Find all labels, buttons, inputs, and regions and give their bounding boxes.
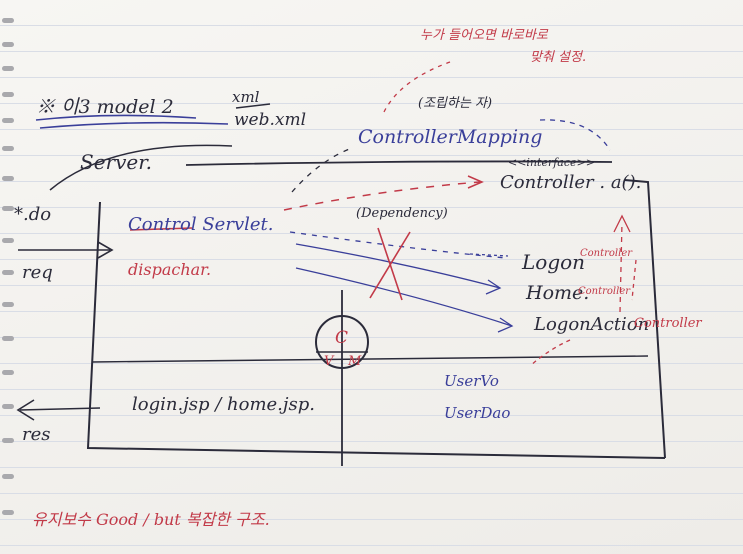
note-dispatcher: dispachar.	[128, 260, 212, 279]
note-logon-ctrl: Controller	[580, 248, 633, 259]
note-red-top2: 맞춰 설정.	[530, 50, 587, 65]
note-red-top: 누가 들어오면 바로바로	[420, 28, 548, 43]
note-bottom: 유지보수 Good / but 복잡한 구조.	[32, 510, 270, 529]
note-controller-if: Controller . a().	[500, 172, 642, 193]
note-do: *.do	[14, 204, 52, 225]
note-views: login.jsp / home.jsp.	[132, 394, 315, 415]
note-req: req	[22, 262, 53, 283]
note-logonaction-ctrl: Controller	[634, 316, 702, 331]
note-server: Server.	[80, 150, 152, 174]
note-res: res	[22, 424, 51, 445]
note-interface: <<interface>>	[508, 156, 595, 169]
note-userdao: UserDao	[444, 404, 511, 422]
note-title: ※ 이3 model 2	[36, 96, 174, 118]
note-m: M	[348, 354, 362, 369]
note-home: Home.	[526, 282, 590, 304]
note-logon: Logon	[522, 250, 586, 274]
note-uservo: UserVo	[444, 372, 499, 390]
note-factory: (조립하는 자)	[418, 96, 493, 111]
note-v: V	[324, 354, 334, 369]
note-controller-mapping: ControllerMapping	[358, 126, 543, 148]
note-c: C	[335, 328, 349, 348]
note-web-xml: web.xml	[234, 110, 307, 130]
note-home-ctrl: Controller	[578, 286, 631, 297]
note-dependency: (Dependency)	[356, 206, 448, 221]
notebook-spiral	[0, 0, 14, 554]
note-logonaction: LogonAction	[534, 314, 650, 335]
note-servlet: Control Servlet.	[128, 214, 274, 235]
note-web-xml-struck: xml	[232, 88, 260, 106]
